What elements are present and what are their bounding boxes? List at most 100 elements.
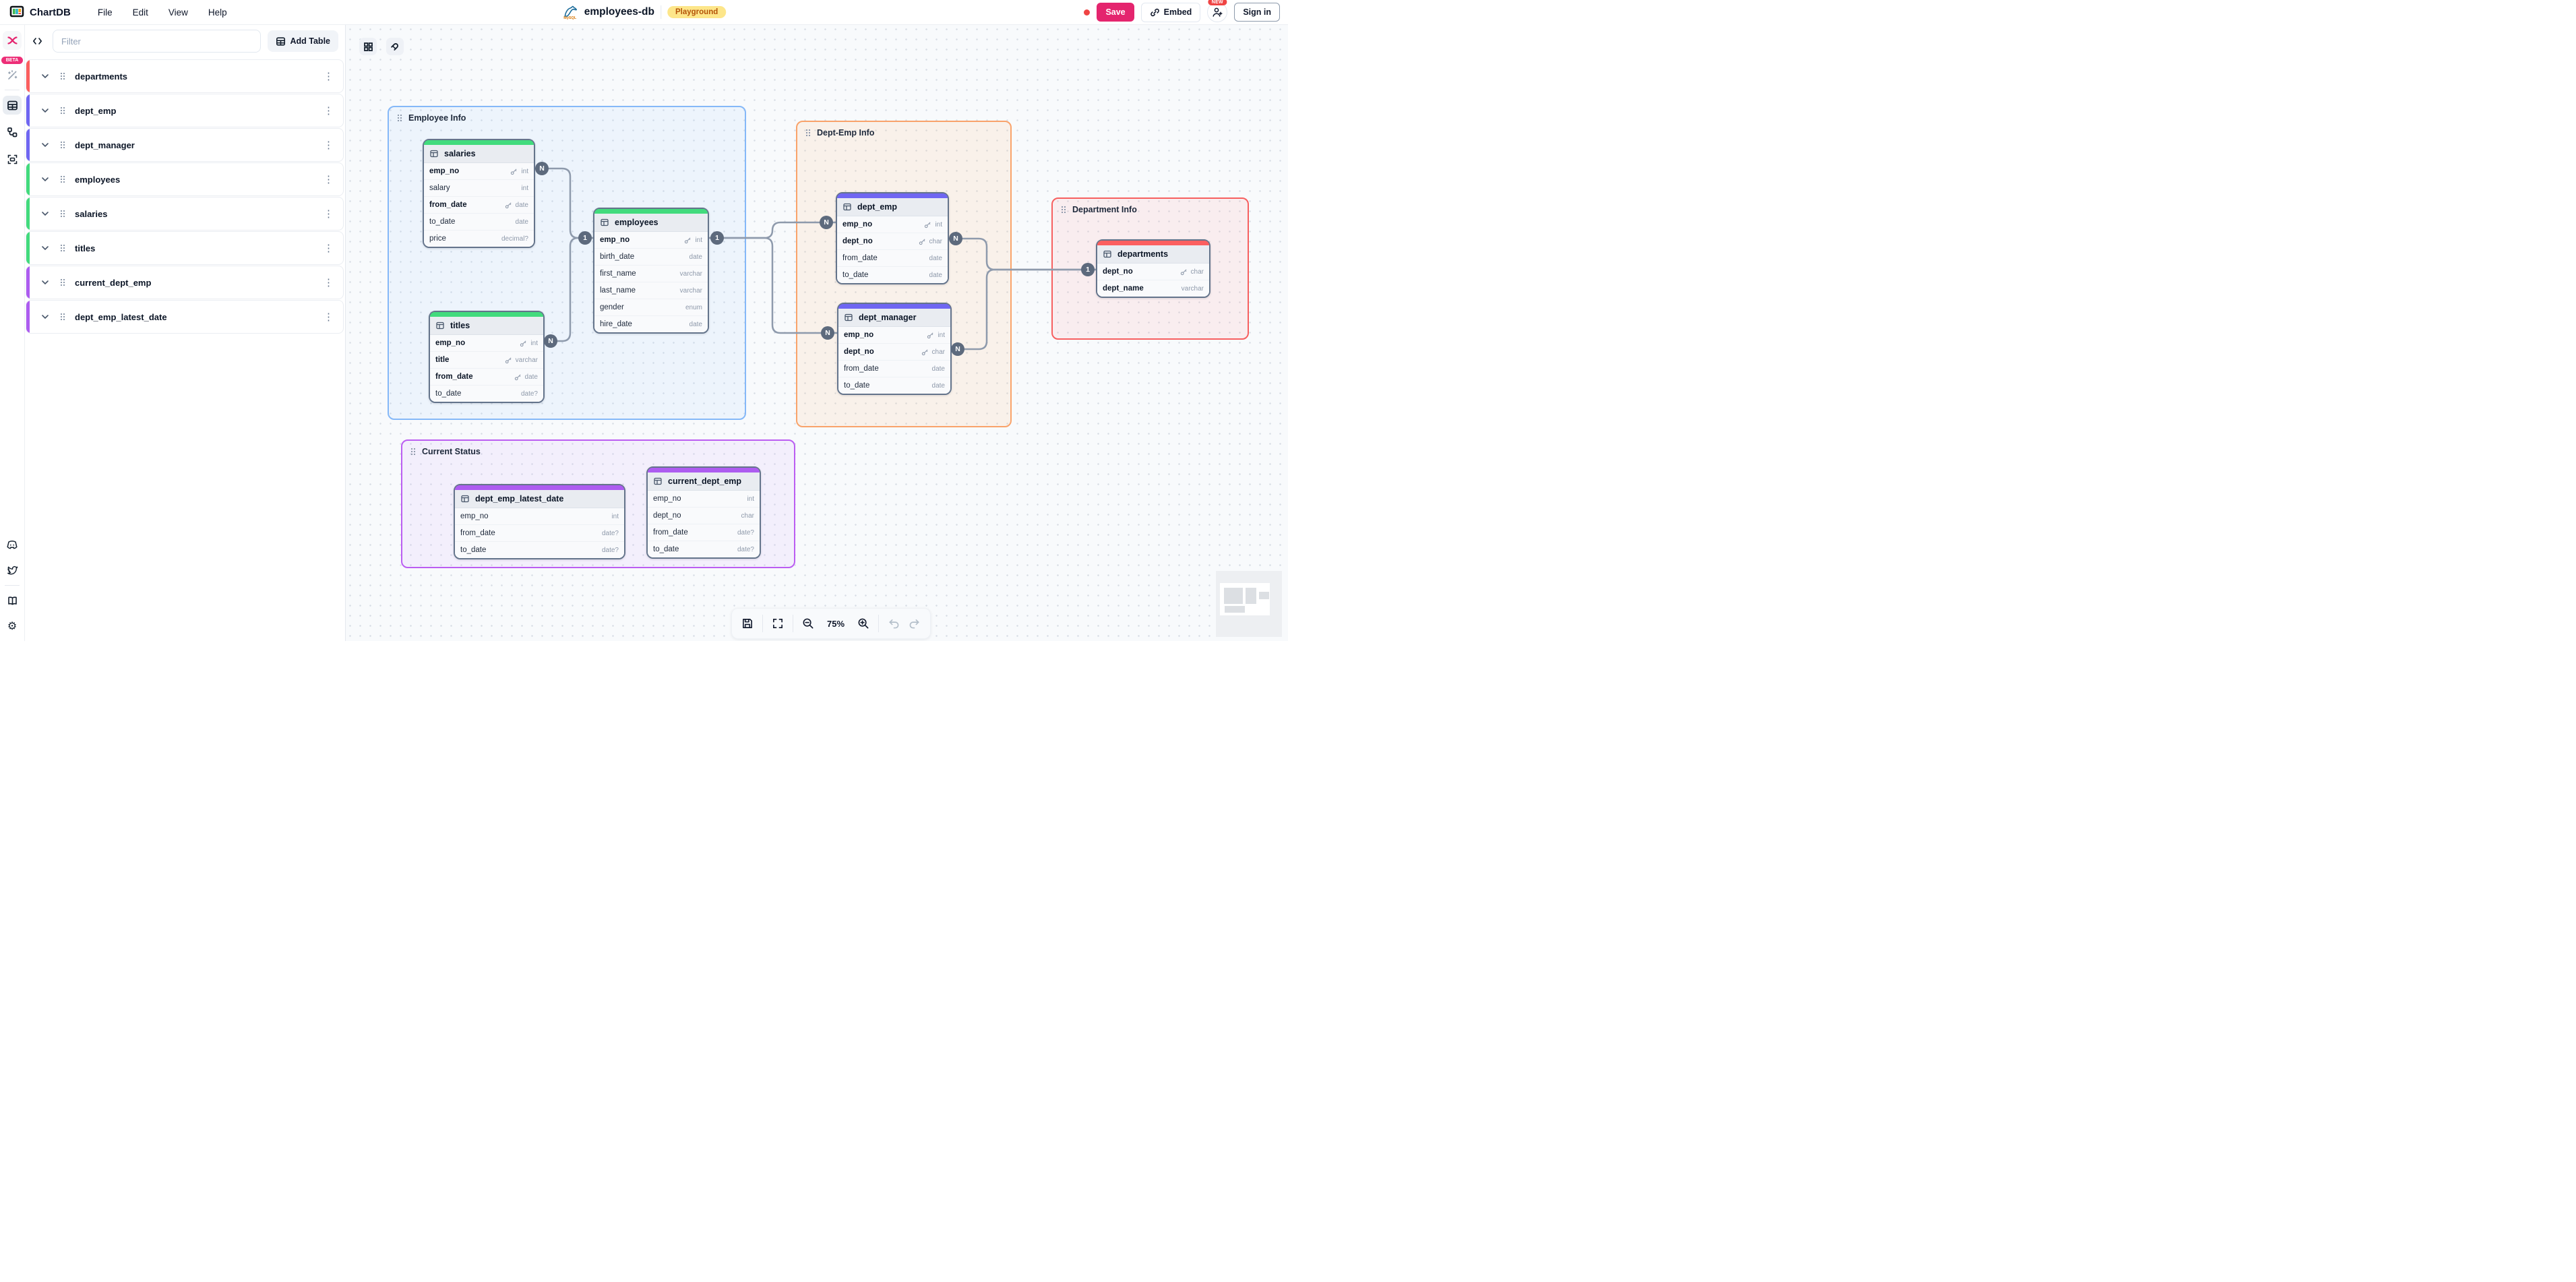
chevron-down-icon[interactable] xyxy=(41,177,49,182)
field-row[interactable]: hire_date date xyxy=(594,316,708,332)
area-drag-handle-icon[interactable] xyxy=(410,448,416,456)
chevron-down-icon[interactable] xyxy=(41,245,49,251)
sidebar-item-departments[interactable]: departments ⋮ xyxy=(26,59,344,93)
field-row[interactable]: dept_no char xyxy=(838,344,950,361)
area-drag-handle-icon[interactable] xyxy=(1061,206,1066,214)
minimap[interactable] xyxy=(1216,571,1282,637)
field-row[interactable]: gender enum xyxy=(594,299,708,316)
tables-panel-button[interactable] xyxy=(3,96,22,115)
menu-view[interactable]: View xyxy=(168,7,188,18)
field-row[interactable]: dept_no char xyxy=(837,233,948,250)
table-node-dept-emp[interactable]: dept_emp emp_no int dept_no char from_da… xyxy=(836,192,949,284)
table-node-header[interactable]: salaries xyxy=(424,145,534,163)
save-diagram-button[interactable] xyxy=(741,617,754,630)
zoom-level[interactable]: 75% xyxy=(826,618,845,629)
table-node-header[interactable]: departments xyxy=(1097,245,1209,264)
table-menu-icon[interactable]: ⋮ xyxy=(324,139,334,151)
areas-panel-button[interactable] xyxy=(3,150,22,169)
table-menu-icon[interactable]: ⋮ xyxy=(324,242,334,254)
drag-handle-icon[interactable] xyxy=(60,141,65,149)
field-row[interactable]: last_name varchar xyxy=(594,282,708,299)
table-menu-icon[interactable]: ⋮ xyxy=(324,173,334,185)
field-row[interactable]: dept_no char xyxy=(648,508,760,524)
drag-handle-icon[interactable] xyxy=(60,210,65,218)
table-node-salaries[interactable]: salaries emp_no int salary int from_date… xyxy=(423,139,535,248)
field-row[interactable]: to_date date xyxy=(838,377,950,394)
sidebar-item-titles[interactable]: titles ⋮ xyxy=(26,231,344,265)
field-row[interactable]: emp_no int xyxy=(424,163,534,180)
field-row[interactable]: salary int xyxy=(424,180,534,197)
undo-button[interactable] xyxy=(888,618,900,629)
table-node-current-dept-emp[interactable]: current_dept_emp emp_no int dept_no char… xyxy=(646,466,761,559)
table-menu-icon[interactable]: ⋮ xyxy=(324,208,334,220)
drag-handle-icon[interactable] xyxy=(60,106,65,115)
drag-handle-icon[interactable] xyxy=(60,313,65,321)
snap-magnet-button[interactable] xyxy=(386,38,404,55)
table-node-header[interactable]: titles xyxy=(430,317,543,335)
sidebar-item-current-dept-emp[interactable]: current_dept_emp ⋮ xyxy=(26,266,344,299)
table-node-header[interactable]: employees xyxy=(594,214,708,232)
database-name[interactable]: employees-db xyxy=(584,6,654,18)
drag-handle-icon[interactable] xyxy=(60,244,65,252)
field-row[interactable]: from_date date? xyxy=(648,524,760,541)
field-row[interactable]: to_date date xyxy=(837,267,948,283)
chevron-down-icon[interactable] xyxy=(41,314,49,319)
field-row[interactable]: emp_no int xyxy=(455,508,624,525)
chevron-down-icon[interactable] xyxy=(41,142,49,148)
field-row[interactable]: emp_no int xyxy=(430,335,543,352)
sidebar-item-dept-manager[interactable]: dept_manager ⋮ xyxy=(26,128,344,162)
save-button[interactable]: Save xyxy=(1097,3,1134,22)
field-row[interactable]: emp_no int xyxy=(837,216,948,233)
relationships-panel-button[interactable] xyxy=(3,123,22,142)
table-node-dept-manager[interactable]: dept_manager emp_no int dept_no char fro… xyxy=(837,303,952,395)
menu-help[interactable]: Help xyxy=(208,7,227,18)
table-node-titles[interactable]: titles emp_no int title varchar from_dat… xyxy=(429,311,545,403)
field-row[interactable]: price decimal? xyxy=(424,231,534,247)
docs-button[interactable] xyxy=(3,591,22,610)
add-table-button[interactable]: Add Table xyxy=(267,30,338,52)
table-node-header[interactable]: current_dept_emp xyxy=(648,472,760,491)
view-code-button[interactable] xyxy=(28,32,46,50)
table-node-employees[interactable]: employees emp_no int birth_date date fir… xyxy=(593,208,709,334)
redo-button[interactable] xyxy=(909,618,921,629)
table-node-departments[interactable]: departments dept_no char dept_name varch… xyxy=(1096,239,1210,298)
field-row[interactable]: from_date date xyxy=(424,197,534,214)
twitter-link-button[interactable] xyxy=(3,561,22,580)
sidebar-item-dept-emp[interactable]: dept_emp ⋮ xyxy=(26,94,344,127)
zoom-out-button[interactable] xyxy=(802,617,814,630)
field-row[interactable]: first_name varchar xyxy=(594,266,708,282)
field-row[interactable]: to_date date xyxy=(424,214,534,231)
sidebar-item-employees[interactable]: employees ⋮ xyxy=(26,162,344,196)
table-node-dept-emp-latest-date[interactable]: dept_emp_latest_date emp_no int from_dat… xyxy=(454,484,625,559)
discord-link-button[interactable] xyxy=(3,535,22,554)
drag-handle-icon[interactable] xyxy=(60,175,65,183)
field-row[interactable]: emp_no int xyxy=(838,327,950,344)
field-row[interactable]: to_date date? xyxy=(455,542,624,558)
chevron-down-icon[interactable] xyxy=(41,211,49,216)
table-node-header[interactable]: dept_emp_latest_date xyxy=(455,490,624,508)
area-drag-handle-icon[interactable] xyxy=(805,129,811,137)
menu-file[interactable]: File xyxy=(97,7,113,18)
field-row[interactable]: dept_no char xyxy=(1097,264,1209,280)
sidebar-item-salaries[interactable]: salaries ⋮ xyxy=(26,197,344,231)
ai-assistant-button[interactable] xyxy=(3,65,22,84)
sidebar-item-dept-emp-latest-date[interactable]: dept_emp_latest_date ⋮ xyxy=(26,300,344,334)
field-row[interactable]: birth_date date xyxy=(594,249,708,266)
table-menu-icon[interactable]: ⋮ xyxy=(324,70,334,82)
menu-edit[interactable]: Edit xyxy=(132,7,148,18)
table-node-header[interactable]: dept_manager xyxy=(838,309,950,327)
table-node-header[interactable]: dept_emp xyxy=(837,198,948,216)
table-menu-icon[interactable]: ⋮ xyxy=(324,311,334,323)
app-logo[interactable]: ChartDB xyxy=(9,5,71,20)
area-drag-handle-icon[interactable] xyxy=(397,114,402,122)
chevron-down-icon[interactable] xyxy=(41,108,49,113)
filter-input[interactable] xyxy=(53,30,261,53)
settings-button[interactable]: ⚙ xyxy=(3,617,22,636)
field-row[interactable]: dept_name varchar xyxy=(1097,280,1209,297)
chevron-down-icon[interactable] xyxy=(41,280,49,285)
field-row[interactable]: title varchar xyxy=(430,352,543,369)
chartdb-x-button[interactable] xyxy=(3,31,22,50)
layout-grid-button[interactable] xyxy=(359,38,377,55)
field-row[interactable]: emp_no int xyxy=(594,232,708,249)
fit-view-button[interactable] xyxy=(772,617,784,630)
